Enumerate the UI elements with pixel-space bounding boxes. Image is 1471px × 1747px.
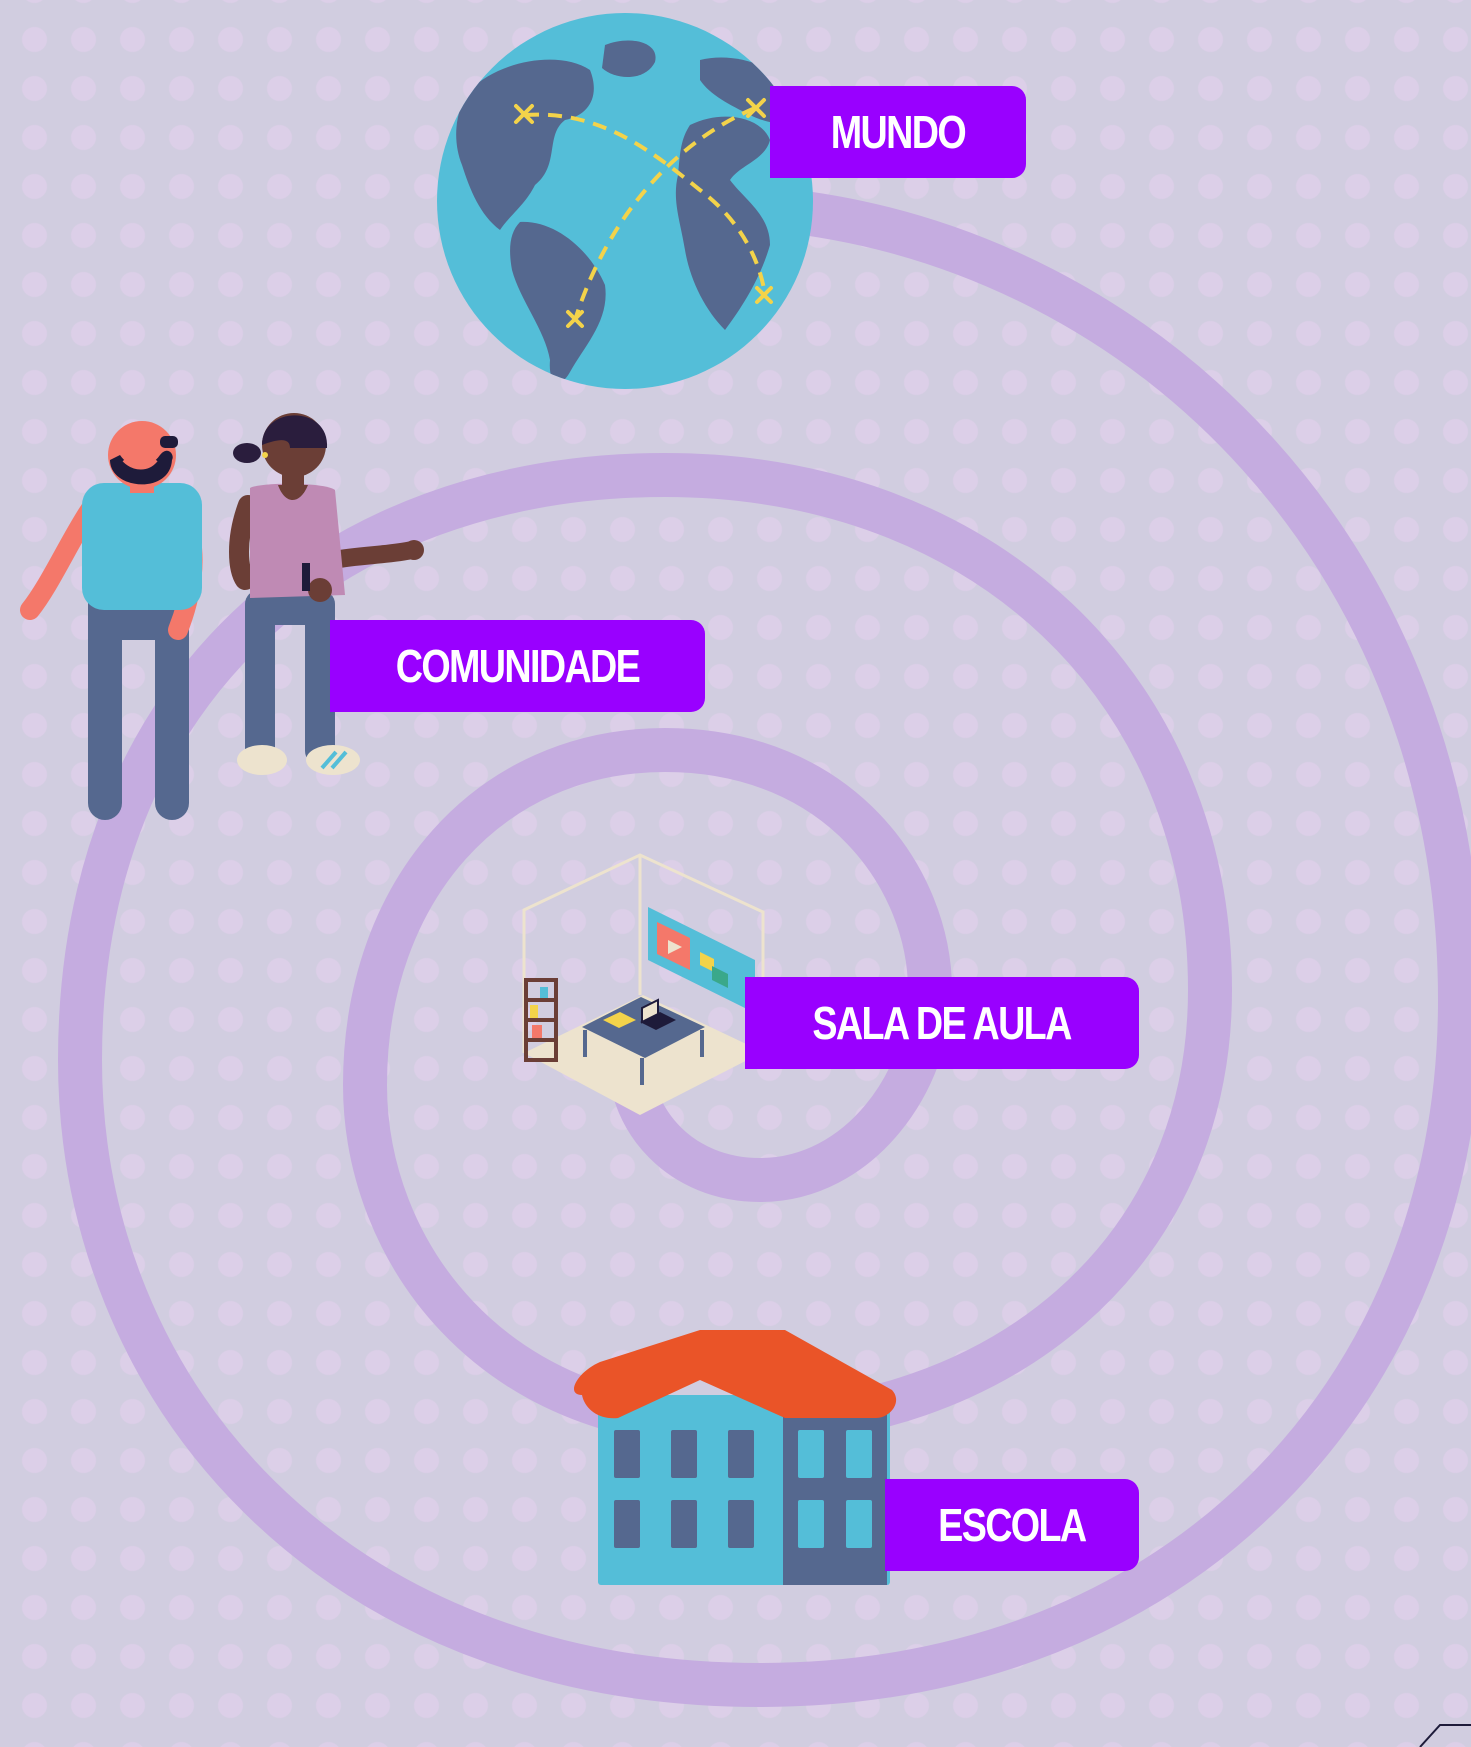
spiral-path xyxy=(57,188,1471,1708)
school-illustration xyxy=(573,1330,897,1585)
globe-icon xyxy=(437,13,813,389)
man-figure xyxy=(20,421,203,820)
classroom-illustration xyxy=(522,853,765,1115)
label-mundo: MUNDO xyxy=(770,86,1026,178)
label-escola: ESCOLA xyxy=(885,1479,1139,1571)
people-illustration xyxy=(20,413,424,820)
label-comunidade: COMUNIDADE xyxy=(330,620,705,712)
label-sala-de-aula: SALA DE AULA xyxy=(745,977,1139,1069)
corner-mark xyxy=(1419,1724,1471,1747)
woman-figure xyxy=(229,413,424,775)
